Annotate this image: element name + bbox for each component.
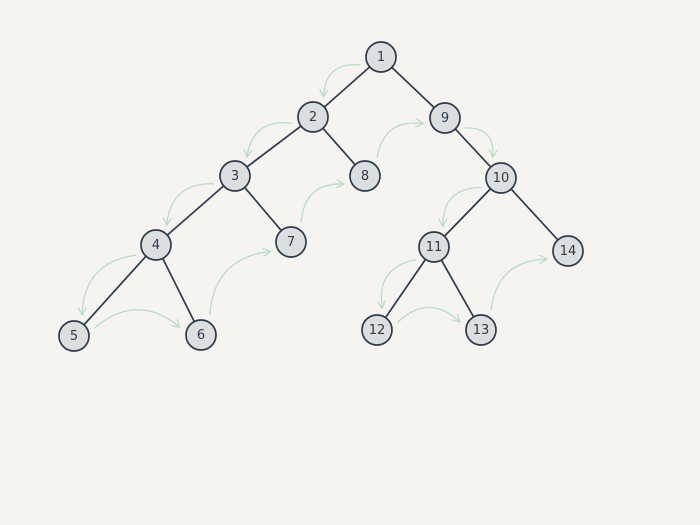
tree-node-circle (297, 101, 329, 133)
tree-edge-n4-n6 (161, 257, 196, 323)
tree-node-circle (361, 314, 393, 346)
tree-node-4: 4 (140, 229, 172, 261)
tree-node-label: 12 (369, 323, 386, 338)
traversal-arrowhead-n7-n8 (336, 179, 345, 189)
tree-edge-n11-n13 (440, 259, 475, 318)
tree-node-circle (58, 320, 90, 352)
tree-node-6: 6 (185, 319, 217, 351)
tree-node-13: 13 (465, 314, 497, 346)
tree-node-circle (465, 314, 497, 346)
tree-node-3: 3 (219, 160, 251, 192)
traversal-arrowhead-n13-n14 (539, 254, 548, 264)
traversal-arrowhead-n6-n7 (262, 247, 272, 257)
traversal-arrow-n2-n3 (246, 122, 293, 158)
tree-edge-n10-n11 (443, 187, 492, 238)
tree-node-label: 6 (197, 328, 205, 343)
tree-node-10: 10 (485, 162, 517, 194)
traversal-arrow-n9-n10 (464, 127, 494, 158)
tree-node-circle (349, 160, 381, 192)
tree-node-circle (418, 231, 450, 263)
tree-node-label: 8 (361, 169, 369, 184)
tree-node-label: 4 (152, 238, 160, 253)
tree-edge-n1-n2 (323, 66, 371, 108)
tree-node-label: 14 (560, 244, 577, 259)
tree-node-12: 12 (361, 314, 393, 346)
traversal-arrow-n7-n8 (300, 183, 345, 223)
tree-node-label: 9 (441, 111, 449, 126)
tree-edge-n9-n10 (454, 128, 492, 168)
traversal-arrowhead-n2-n3 (243, 148, 253, 158)
traversal-arrowhead-n10-n11 (438, 218, 448, 228)
tree-node-circle (365, 41, 397, 73)
edges-layer (83, 66, 559, 326)
traversal-arrow-n5-n6 (94, 309, 181, 329)
tree-node-label: 2 (309, 110, 317, 125)
tree-node-circle (185, 319, 217, 351)
tree-node-8: 8 (349, 160, 381, 192)
tree-edge-n1-n9 (391, 66, 435, 109)
tree-edge-n2-n8 (322, 127, 356, 166)
tree-node-circle (275, 226, 307, 258)
traversal-arrow-n13-n14 (490, 258, 548, 311)
tree-node-11: 11 (418, 231, 450, 263)
tree-edge-n11-n12 (384, 258, 427, 319)
tree-node-label: 1 (377, 50, 385, 65)
traversal-arrow-n11-n12 (380, 259, 417, 309)
tree-node-5: 5 (58, 320, 90, 352)
traversal-arrowhead-n12-n13 (451, 313, 461, 323)
traversal-arrow-n1-n2 (322, 64, 361, 98)
tree-node-circle (429, 102, 461, 134)
tree-node-9: 9 (429, 102, 461, 134)
traversal-arrowhead-n1-n2 (319, 89, 329, 98)
traversal-arrowhead-n5-n6 (171, 319, 181, 328)
tree-node-label: 10 (493, 171, 510, 186)
tree-node-circle (552, 235, 584, 267)
tree-node-label: 11 (426, 240, 443, 255)
traversal-arrow-n12-n13 (397, 306, 461, 323)
tree-node-label: 13 (473, 323, 490, 338)
tree-node-14: 14 (552, 235, 584, 267)
tree-edge-n4-n5 (83, 255, 147, 326)
traversal-arrow-n3-n4 (165, 183, 215, 226)
tree-node-1: 1 (365, 41, 397, 73)
tree-node-7: 7 (275, 226, 307, 258)
traversal-arrow-n4-n5 (81, 254, 137, 316)
tree-node-label: 3 (231, 169, 239, 184)
tree-node-label: 5 (70, 329, 78, 344)
traversal-arrow-n6-n7 (209, 250, 272, 315)
traversal-arrowhead-n9-n10 (488, 149, 498, 158)
tree-edge-n3-n4 (166, 185, 225, 236)
traversal-arrowhead-n11-n12 (376, 299, 386, 309)
traversal-arrow-n8-n9 (376, 122, 424, 158)
tree-node-circle (219, 160, 251, 192)
tree-node-label: 7 (287, 235, 295, 250)
tree-edge-n3-n7 (243, 186, 283, 232)
tree-node-2: 2 (297, 101, 329, 133)
tree-edge-n10-n14 (510, 188, 559, 241)
traversal-arrowhead-n3-n4 (162, 217, 172, 226)
tree-edge-n2-n3 (246, 125, 302, 168)
traversal-arrowhead-n8-n9 (415, 118, 424, 128)
tree-node-circle (140, 229, 172, 261)
tree-node-circle (485, 162, 517, 194)
traversal-arrow-n10-n11 (442, 186, 482, 228)
traversal-arrowhead-n4-n5 (77, 307, 87, 316)
traversal-arrows-layer (77, 64, 548, 329)
